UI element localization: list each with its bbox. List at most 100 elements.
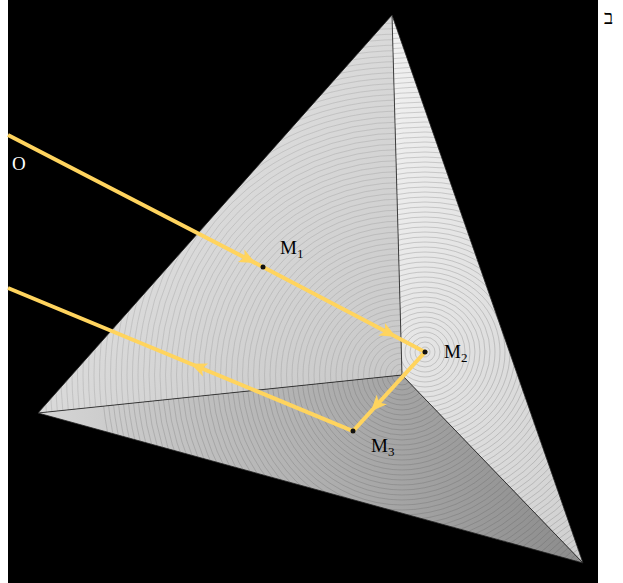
ring: [120, 47, 623, 583]
arrowhead: [238, 249, 255, 263]
ring: [135, 62, 623, 583]
ring: [265, 192, 585, 512]
ring: [185, 112, 623, 583]
arrowhead: [191, 363, 208, 376]
ring: [365, 292, 485, 412]
ring: [290, 217, 560, 487]
rings: [75, 2, 623, 583]
ring: [110, 37, 623, 583]
ring: [177, 150, 623, 583]
points: [261, 265, 428, 434]
ring: [137, 110, 623, 583]
ring: [330, 257, 520, 447]
ring: [150, 77, 623, 583]
ring: [300, 227, 550, 477]
arrowhead: [371, 395, 387, 412]
ring: [210, 137, 623, 567]
ring: [370, 297, 480, 407]
ring: [23, 0, 623, 583]
ring: [305, 232, 545, 472]
ring: [166, 139, 623, 583]
ring: [78, 51, 623, 583]
ring: [130, 57, 623, 583]
ring: [116, 89, 623, 583]
ring: [177, 150, 623, 583]
ring: [215, 142, 623, 562]
ring: [127, 100, 623, 583]
ring: [345, 272, 505, 432]
ring: [83, 56, 623, 583]
ring: [375, 302, 475, 402]
ring: [75, 2, 623, 583]
ring: [145, 72, 623, 583]
ring: [230, 157, 620, 547]
ring: [90, 17, 623, 583]
ring: [255, 182, 595, 522]
ring: [250, 177, 600, 527]
face: [38, 15, 402, 413]
ring: [100, 27, 623, 583]
ring: [127, 100, 623, 583]
ring: [245, 172, 605, 532]
ring: [89, 62, 623, 583]
ring: [155, 82, 623, 583]
ring: [122, 95, 623, 583]
ring: [122, 95, 623, 583]
ring: [175, 102, 623, 583]
ring: [80, 7, 623, 583]
ring: [310, 237, 540, 467]
ring: [117, 90, 623, 583]
ring: [340, 267, 510, 437]
ring: [72, 45, 623, 583]
ring: [17, 0, 623, 583]
ring: [132, 105, 623, 583]
point-label: O: [12, 154, 26, 173]
ring: [12, 0, 623, 583]
ring: [195, 122, 623, 582]
black-ground: [8, 0, 598, 583]
ring: [160, 133, 623, 583]
ring: [105, 32, 623, 583]
ring: [107, 80, 623, 583]
ring: [34, 7, 623, 583]
ring: [350, 277, 500, 427]
ring: [325, 252, 525, 452]
point-label: M2: [444, 342, 467, 361]
ring: [147, 120, 623, 583]
ring: [85, 12, 623, 583]
ring: [167, 140, 623, 583]
ring: [160, 87, 623, 583]
ring: [205, 132, 623, 572]
ring: [320, 247, 530, 457]
ring: [6, 0, 623, 583]
ring: [270, 197, 580, 507]
ring: [105, 78, 623, 583]
arrowhead: [378, 323, 395, 337]
light-ray: [8, 135, 425, 431]
ring: [140, 67, 623, 583]
ring: [285, 212, 565, 492]
ring: [111, 84, 623, 583]
ring: [360, 287, 490, 417]
ring: [225, 152, 623, 552]
ring: [28, 1, 623, 583]
ring: [155, 128, 623, 583]
ring: [380, 307, 470, 397]
ring: [200, 127, 623, 577]
rings: [102, 75, 623, 583]
ring: [133, 106, 623, 583]
ring: [102, 75, 623, 583]
ring: [335, 262, 515, 442]
ring: [115, 42, 623, 583]
ring: [235, 162, 615, 542]
